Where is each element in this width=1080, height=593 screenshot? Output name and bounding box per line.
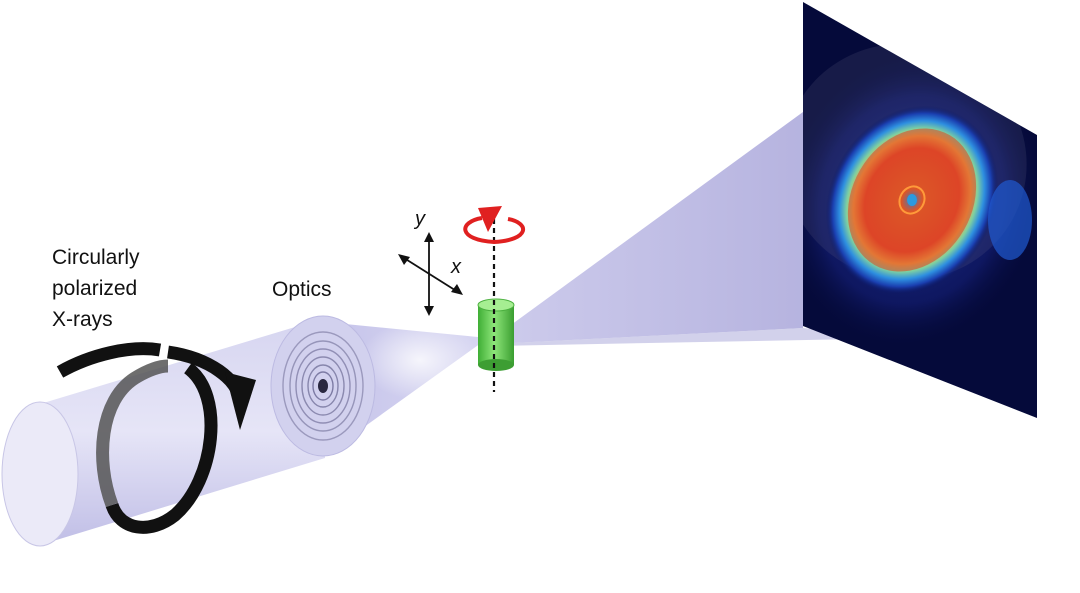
rotation-arrow-icon bbox=[463, 206, 525, 245]
axis-y-label: y bbox=[415, 208, 425, 230]
source-label-line2: polarized bbox=[52, 277, 138, 300]
zone-plate-rings bbox=[282, 331, 364, 441]
beam-cylinder-end bbox=[1, 401, 79, 547]
detector bbox=[803, 2, 1037, 418]
source-label-line3: X-rays bbox=[52, 308, 113, 331]
optics-label: Optics bbox=[272, 278, 332, 301]
scattered-beam bbox=[493, 112, 803, 344]
scattered-beam-lower bbox=[493, 328, 910, 346]
circular-polarization-arrow-icon bbox=[56, 342, 256, 534]
source-label-line1: Circularly bbox=[52, 246, 140, 269]
sample bbox=[477, 298, 515, 371]
axis-x-label: x bbox=[451, 256, 461, 278]
xy-axes-icon bbox=[398, 232, 463, 316]
